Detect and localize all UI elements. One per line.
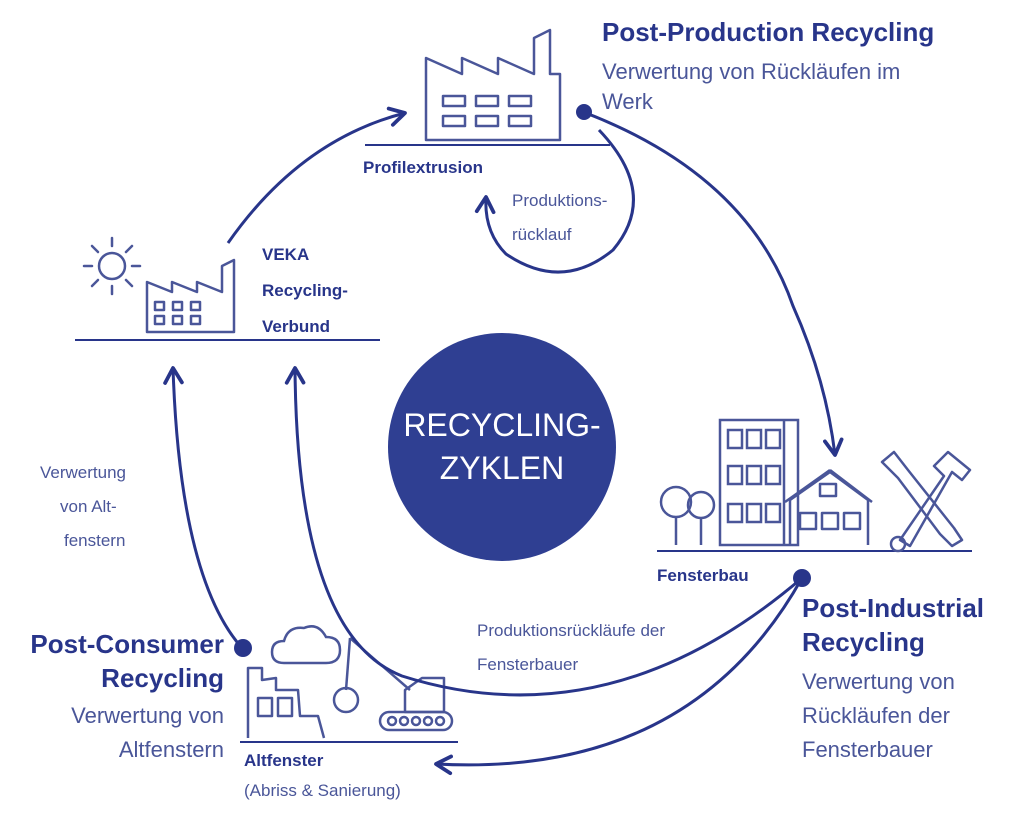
fensterbau-label: Fensterbau — [657, 566, 749, 585]
arrow-profilextrusion-to-fensterbau — [585, 111, 844, 457]
veka-label-line2: Recycling- — [262, 281, 348, 300]
produktionsruecklauf-label-line1: Produktions- — [512, 191, 608, 210]
ruined-building-icon — [246, 666, 326, 739]
post-consumer-title-line2: Recycling — [101, 663, 224, 693]
center-circle — [388, 333, 616, 561]
post-production-title: Post-Production Recycling — [602, 17, 935, 47]
arrow-veka-to-profilextrusion — [226, 106, 407, 244]
post-industrial-dot — [793, 569, 811, 587]
post-consumer-desc-line2: Altfenstern — [118, 737, 224, 762]
arrow-produktionsruecklauf-loop — [474, 128, 635, 274]
altfenster-label-line1: Altfenster — [244, 751, 324, 770]
produktionsruecklauf-label-line2: rücklauf — [512, 225, 572, 244]
arrow-fensterbau-to-veka — [284, 366, 803, 697]
center-label: RECYCLING- ZYKLEN — [388, 341, 616, 553]
altfenster-verwertung-line3: fenstern — [64, 531, 126, 550]
post-production-dot — [576, 104, 592, 120]
altfenster-label-line2: (Abriss & Sanierung) — [244, 781, 401, 800]
post-industrial-desc-line2: Rückläufen der — [802, 703, 950, 728]
post-consumer-desc-line1: Verwertung von — [71, 703, 224, 728]
small-factory-icon — [145, 258, 236, 334]
arrow-altfenster-to-veka — [163, 366, 244, 649]
post-production-desc-line1: Verwertung von Rückläufen im — [602, 59, 901, 84]
post-production-desc-line2: Werk — [602, 89, 653, 114]
sun-icon — [82, 236, 142, 296]
cloud-icon — [270, 625, 342, 665]
veka-label-line3: Verbund — [262, 317, 331, 336]
post-consumer-title-line1: Post-Consumer — [30, 629, 224, 659]
post-consumer-dot — [234, 639, 252, 657]
post-industrial-title-line1: Post-Industrial — [802, 593, 985, 623]
buildings-icon — [718, 418, 800, 547]
fensterbauer-ruecklauf-line1: Produktionsrückläufe der — [477, 621, 666, 640]
post-industrial-title-line2: Recycling — [802, 627, 925, 657]
fensterbauer-ruecklauf-line2: Fensterbauer — [477, 655, 579, 674]
trees-icon — [659, 485, 716, 545]
post-industrial-desc-line1: Verwertung von — [802, 669, 955, 694]
arrow-fensterbau-to-altfenster — [434, 577, 804, 776]
post-industrial-desc-line3: Fensterbauer — [802, 737, 933, 762]
center-label-line2: ZYKLEN — [439, 450, 565, 486]
profilextrusion-label: Profilextrusion — [363, 158, 483, 177]
altfenster-verwertung-line2: von Alt- — [60, 497, 117, 516]
veka-label-line1: VEKA — [262, 245, 310, 264]
house-icon — [784, 468, 873, 545]
center-label-line1: RECYCLING- — [403, 406, 601, 443]
tools-icon — [880, 450, 972, 553]
altfenster-verwertung-line1: Verwertung — [40, 463, 126, 482]
factory-icon — [424, 28, 562, 142]
